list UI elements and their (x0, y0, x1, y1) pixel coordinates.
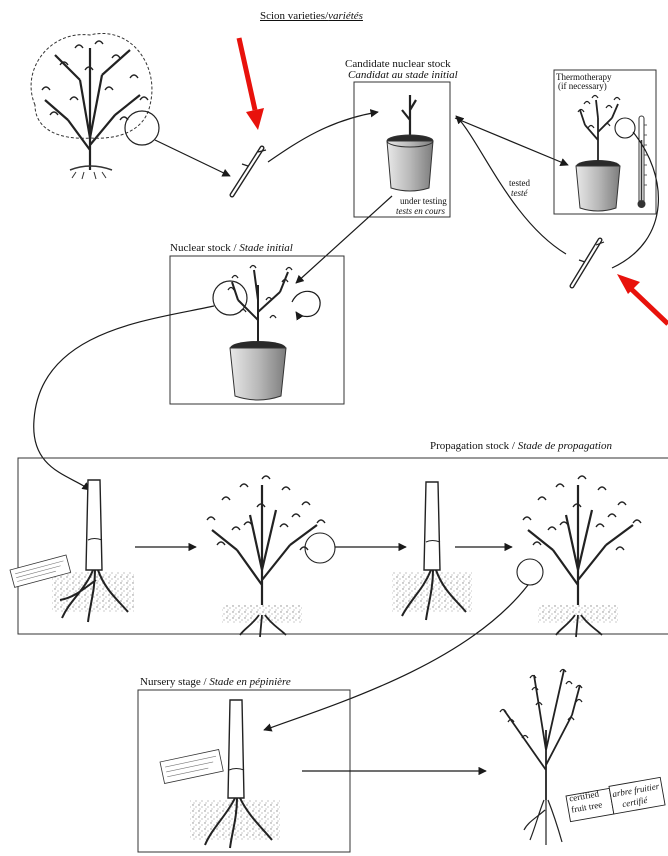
tested-fr: testé (511, 188, 528, 198)
arrow-scion-to-candidate (268, 112, 378, 162)
arrow-thermo-to-scion (612, 132, 658, 268)
candidate-testing-en: under testing (400, 196, 447, 206)
label-tag-icon (160, 750, 223, 784)
propagation-title-en: Propagation stock / (430, 440, 518, 452)
selection-circle (517, 559, 543, 585)
grafted-rootstock-icon (52, 480, 134, 622)
arrow-candidate-to-thermo (455, 118, 568, 165)
selection-circle (125, 111, 159, 145)
red-arrow-icon (617, 274, 668, 324)
propagation-title: Propagation stock / Stade de propagation (430, 440, 612, 452)
red-arrow-icon (239, 38, 264, 130)
source-tree-icon (31, 33, 152, 179)
nuclear-title-en: Nuclear stock / (170, 242, 239, 254)
selection-circle (615, 118, 635, 138)
thermometer-icon (638, 116, 648, 208)
potted-plant-icon (576, 96, 620, 212)
self-loop-arrow (292, 291, 320, 316)
nursery-title: Nursery stage / Stade en pépinière (140, 676, 291, 688)
nuclear-title: Nuclear stock / Stade initial (170, 242, 293, 254)
scion-twig-icon (232, 148, 266, 195)
scion-twig-icon (572, 240, 604, 286)
candidate-testing-fr: tests en cours (396, 206, 445, 216)
arrow-nuclear-to-propagation (34, 306, 214, 490)
title-en: Scion varieties/ (260, 10, 328, 22)
nuclear-title-fr: Stade initial (239, 242, 292, 254)
selection-circle (305, 533, 335, 563)
potted-plant-icon (228, 266, 292, 401)
tree-icon (523, 476, 641, 637)
page-title: Scion varieties/variétés (260, 10, 363, 22)
propagation-title-fr: Stade de propagation (518, 440, 612, 452)
candidate-title-fr: Candidat au stade initial (348, 69, 458, 81)
thermotherapy-note: (if necessary) (558, 81, 607, 91)
nursery-title-en: Nursery stage / (140, 676, 209, 688)
selection-circle (213, 281, 247, 315)
grafted-rootstock-icon (392, 482, 472, 620)
tested-en: tested (509, 178, 530, 188)
potted-plant-icon (387, 95, 433, 191)
title-fr: variétés (328, 10, 363, 22)
arrow-tree-to-scion (155, 140, 230, 176)
nursery-title-fr: Stade en pépinière (209, 676, 290, 688)
